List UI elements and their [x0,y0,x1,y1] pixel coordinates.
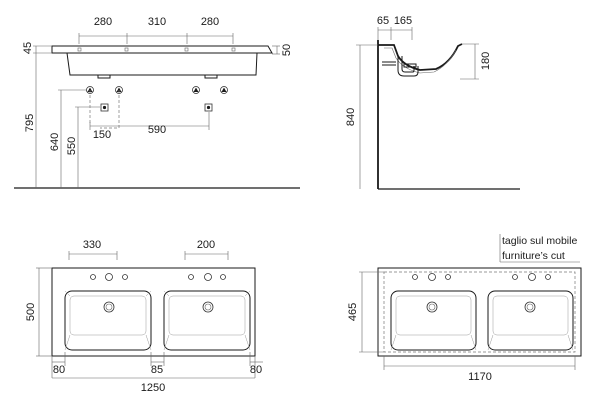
dim-label-165: 165 [394,15,412,27]
dim-label-280-right: 280 [201,16,219,28]
drain-hole-left [103,301,115,313]
drain-flange [403,63,417,68]
dim-label-150: 150 [93,129,111,141]
overflow-mark [231,47,236,52]
bowl-edge [163,290,170,297]
drain-hole-ring [526,303,534,311]
tap-hole [122,274,128,280]
dim-label-200: 200 [197,239,215,251]
dim-label-280-left: 280 [94,16,112,28]
dim-label-795: 795 [24,114,36,132]
bowl-edge [64,334,71,351]
tap-hole [428,273,436,281]
basin-body-front [66,52,258,76]
drain-hole-left [426,301,438,313]
bowl-right [487,290,574,351]
cut-label-italian: taglio sul mobile [502,235,577,247]
dim-label-1250: 1250 [141,382,165,394]
tap-hole [412,274,418,280]
dim-label-80-left: 80 [53,364,65,376]
basin-outline-cut [377,267,582,357]
basin-outline-top [51,267,256,357]
tap-hole [188,274,194,280]
bowl-edge [145,334,152,351]
waste-outlet-point [100,103,109,112]
dim-label-50: 50 [281,44,293,56]
dim-label-310: 310 [148,16,166,28]
tap-hole [220,274,226,280]
overflow-mark [184,47,189,52]
water-supply-point [220,86,228,94]
front-elevation-view: 280 310 280 45 50 795 640 550 [14,16,300,189]
bowl-edge [567,334,574,351]
bowl-edge [470,334,477,351]
bowl-edge [390,334,397,351]
bowl-right-inner [492,295,569,336]
overflow-mark [77,47,82,52]
drain-hole-right [524,301,536,313]
dim-label-1170: 1170 [468,371,492,383]
water-supply-point [192,86,200,94]
tap-hole [545,274,551,280]
tap-hole [204,273,212,281]
siphon-pipe [397,56,419,77]
dim-label-840: 840 [345,108,357,126]
dashed-guide [100,90,120,129]
basin-top-edge [51,45,273,54]
bowl-edge [145,290,152,297]
drain-hole-right [202,301,214,313]
tap-hole [445,274,451,280]
bowl-edge [64,290,71,297]
waste-outlet-point [204,103,213,112]
dim-label-80-right: 80 [250,364,262,376]
dim-label-550: 550 [66,137,78,155]
overflow-mark [124,47,129,52]
bowl-left [390,290,477,351]
tap-hole [512,274,518,280]
tap-hole [90,274,96,280]
drain-stub-right [204,74,218,79]
drain-hole-ring [105,303,113,311]
dim-label-45: 45 [22,42,34,54]
top-plan-view: 330 200 500 80 85 80 1250 [25,239,263,394]
furniture-cut-view: taglio sul mobile furniture’s cut 465 [347,234,582,383]
drain-hole-ring [204,303,212,311]
dim-label-640: 640 [49,133,61,151]
tap-hole [528,273,536,281]
dim-label-590: 590 [148,124,166,136]
dim-label-180: 180 [480,52,492,70]
bowl-left [64,290,152,351]
drain-stub-left [97,74,111,79]
tap-hole [105,273,113,281]
dim-label-330: 330 [83,239,101,251]
dim-label-465: 465 [347,303,359,321]
dim-label-65: 65 [377,15,389,27]
bowl-left-inner [395,295,472,336]
bowl-edge [244,334,251,351]
side-section-view: 65 165 180 840 [345,15,520,190]
bowl-edge [487,334,494,351]
bowl-edge [163,334,170,351]
bowl-right-inner [168,295,246,336]
dim-label-85: 85 [151,364,163,376]
siphon-pipe-inner [401,56,415,73]
bowl-right [163,290,251,351]
drain-hole-ring [428,303,436,311]
cut-label-english: furniture’s cut [502,250,565,262]
dim-label-500: 500 [25,303,37,321]
bowl-edge [244,290,251,297]
bowl-left-inner [69,295,147,336]
furniture-cut-outline [383,271,576,353]
